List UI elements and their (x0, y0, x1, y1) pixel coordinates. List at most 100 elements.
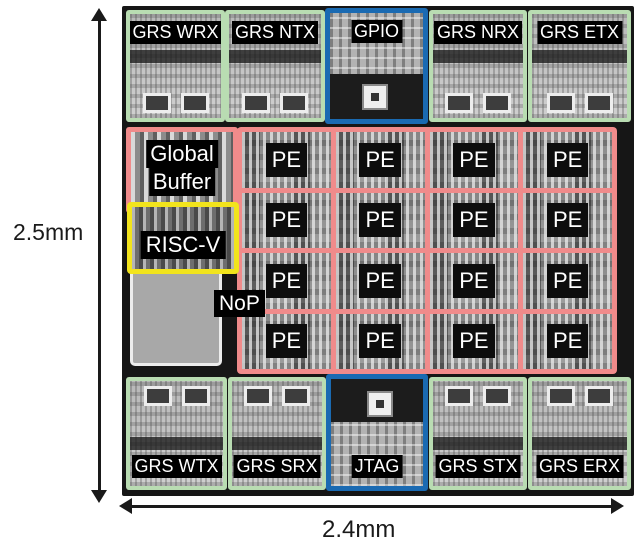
die-texture-band (232, 437, 322, 450)
pe-label: PE (546, 324, 589, 359)
block-label-gpio: GPIO (350, 20, 403, 43)
pad-icon (584, 93, 613, 113)
width-dimension-label: 2.4mm (322, 516, 396, 543)
block-grs-wtx: GRS WTX (126, 377, 227, 490)
die-texture-band (130, 437, 223, 450)
pe-cell: PE (429, 253, 519, 309)
pad-icon (282, 386, 310, 406)
bond-pads (142, 93, 209, 113)
pad-icon (483, 386, 511, 406)
pe-array: PE PE PE PE PE PE PE PE PE PE PE PE PE P… (237, 127, 617, 374)
pe-cell: PE (242, 253, 331, 309)
pe-label: PE (546, 142, 589, 177)
pe-cell: PE (523, 192, 612, 248)
die-texture-band (532, 437, 627, 450)
die-texture-band (532, 50, 627, 63)
global-buffer-line1: Global (146, 140, 218, 168)
block-jtag: JTAG (326, 374, 428, 491)
pe-cell: PE (523, 313, 612, 369)
block-riscv: RISC-V (127, 202, 239, 274)
bond-pads (546, 386, 613, 406)
pad-icon (362, 84, 388, 110)
pe-label: PE (359, 142, 401, 177)
pad-icon (181, 386, 210, 406)
pe-label: PE (265, 324, 308, 359)
block-label-global-buffer: Global Buffer (146, 140, 218, 196)
pad-icon (242, 93, 270, 113)
pad-icon (546, 93, 575, 113)
pe-cell: PE (429, 192, 519, 248)
pe-label: PE (453, 203, 495, 238)
block-grs-srx: GRS SRX (228, 377, 326, 490)
height-dimension-label: 2.5mm (13, 219, 84, 245)
pe-label: PE (265, 142, 308, 177)
pe-label: PE (546, 263, 589, 298)
pe-cell: PE (242, 192, 331, 248)
bond-pads (242, 93, 308, 113)
die-texture-band (130, 50, 221, 63)
block-grs-stx: GRS STX (429, 377, 527, 490)
pe-label: PE (453, 263, 495, 298)
pad-icon (445, 93, 473, 113)
pad-icon (367, 391, 393, 417)
pad-icon (244, 386, 272, 406)
block-global-buffer: Global Buffer (126, 127, 238, 213)
pe-cell: PE (429, 313, 519, 369)
block-grs-nrx: GRS NRX (429, 10, 527, 122)
pe-label: PE (265, 263, 308, 298)
block-grs-ntx: GRS NTX (225, 10, 325, 122)
pe-cell: PE (335, 132, 425, 188)
bond-pads (445, 386, 511, 406)
pad-icon (143, 386, 172, 406)
width-dimension-arrow (119, 498, 624, 514)
block-label-grs-wtx: GRS WTX (131, 455, 222, 478)
block-grs-erx: GRS ERX (528, 377, 631, 490)
pe-label: PE (359, 324, 401, 359)
pe-cell: PE (429, 132, 519, 188)
bond-pads (445, 93, 511, 113)
block-label-jtag: JTAG (351, 455, 403, 478)
pad-icon (180, 93, 209, 113)
pe-cell: PE (242, 313, 331, 369)
arrow-down-icon (91, 490, 107, 503)
pe-label: PE (453, 324, 495, 359)
arrow-right-icon (611, 498, 624, 514)
block-label-nop: NoP (214, 290, 265, 317)
pe-label: PE (265, 203, 308, 238)
unlabeled-macro-block (130, 266, 222, 366)
pe-label: PE (546, 203, 589, 238)
die-texture-band (229, 50, 321, 63)
block-label-grs-etx: GRS ETX (536, 21, 623, 44)
pad-icon (546, 386, 575, 406)
block-label-riscv: RISC-V (140, 231, 226, 259)
arrow-left-icon (119, 498, 132, 514)
pe-label: PE (453, 142, 495, 177)
pe-cell: PE (335, 253, 425, 309)
bond-pads (143, 386, 210, 406)
pad-icon (445, 386, 473, 406)
die-texture-band (433, 50, 523, 63)
block-grs-etx: GRS ETX (528, 10, 631, 122)
block-label-grs-stx: GRS STX (435, 455, 521, 478)
height-dimension-arrow (91, 8, 107, 503)
pe-cell: PE (523, 253, 612, 309)
chip-die-photo: GRS WRX GRS NTX GPIO GRS NRX GRS ETX G (122, 6, 634, 496)
arrow-up-icon (91, 8, 107, 21)
arrow-shaft (97, 19, 101, 492)
block-label-grs-srx: GRS SRX (233, 455, 321, 478)
pe-label: PE (359, 263, 401, 298)
pe-cell: PE (523, 132, 612, 188)
pad-icon (280, 93, 308, 113)
block-label-grs-wrx: GRS WRX (130, 21, 221, 44)
pad-icon (142, 93, 171, 113)
bond-pads (244, 386, 310, 406)
pe-cell: PE (335, 192, 425, 248)
pad-icon (584, 386, 613, 406)
block-label-grs-erx: GRS ERX (535, 455, 624, 478)
die-texture-band (433, 437, 523, 450)
pe-label: PE (359, 203, 401, 238)
arrow-shaft (130, 504, 613, 508)
block-label-grs-nrx: GRS NRX (433, 21, 523, 44)
block-grs-wrx: GRS WRX (126, 10, 225, 122)
bond-pads (546, 93, 613, 113)
